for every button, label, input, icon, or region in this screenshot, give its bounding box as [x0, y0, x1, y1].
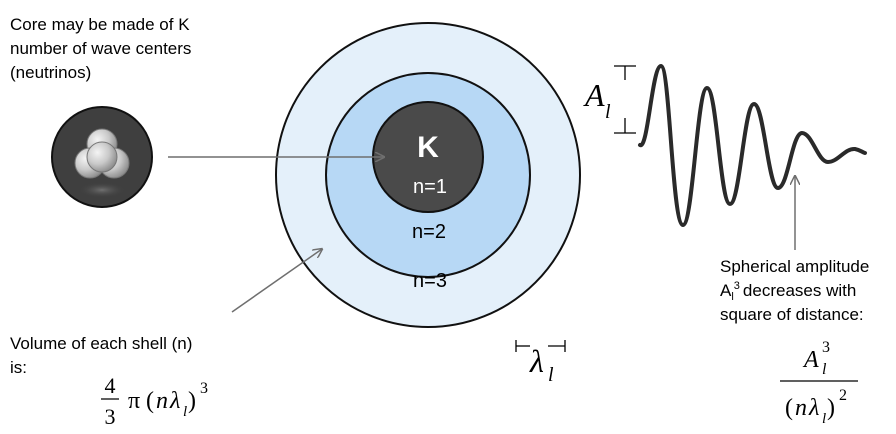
volume-lambda: λ — [169, 388, 180, 414]
amplitude-note-subscript: l — [731, 291, 733, 303]
core-note: Core may be made of K number of wave cen… — [10, 15, 196, 82]
core-note-line-2: number of wave centers — [10, 39, 191, 58]
volume-pi: π — [128, 388, 140, 414]
volume-formula: 4 3 π ( n λ l ) 3 — [101, 373, 208, 429]
amplitude-subscript: l — [605, 101, 611, 123]
amplitude-note-superscript: 3 — [734, 280, 740, 292]
amplitude-note: Spherical amplitude — [720, 257, 869, 276]
amplitude-formula: A l 3 ( n λ l ) 2 — [780, 339, 858, 427]
amplitude-note-line-1: Spherical amplitude — [720, 257, 869, 276]
volume-note: Volume of each shell (n) is: — [10, 334, 197, 377]
core-note-line-3: (neutrinos) — [10, 63, 91, 82]
volume-lambda-subscript: l — [183, 404, 187, 420]
neutrino-cluster-icon — [51, 106, 153, 208]
volume-fraction-denominator: 3 — [105, 404, 116, 429]
shell-label-n3: n=3 — [413, 270, 447, 292]
wavelength-subscript: l — [548, 364, 554, 386]
volume-note-line-2: is: — [10, 358, 27, 377]
neutrino-sphere-front — [86, 141, 118, 173]
amplitude-marker: A l — [583, 65, 636, 134]
amplitude-note-line-3: square of distance: — [720, 305, 864, 324]
amplitude-formula-n: n — [795, 395, 807, 421]
volume-fraction-numerator: 4 — [105, 373, 116, 398]
amplitude-formula-a: A — [802, 347, 819, 373]
core-label: K — [417, 131, 439, 164]
wavelength-lambda: λ — [529, 343, 544, 379]
core-note-line-1: Core may be made of K — [10, 15, 190, 34]
cluster-shadow — [78, 182, 126, 198]
amplitude-letter-a: A — [583, 77, 605, 113]
volume-note-line-1: Volume of each shell (n) — [10, 334, 192, 353]
amplitude-formula-exponent: 3 — [822, 339, 830, 356]
amplitude-formula-lambda-subscript: l — [822, 411, 826, 427]
volume-close-paren: ) — [188, 388, 196, 414]
amplitude-formula-lambda: λ — [808, 395, 819, 421]
damped-wave — [638, 63, 867, 228]
volume-open-paren: ( — [146, 388, 154, 414]
amplitude-note-line-3-group: square of distance: — [720, 305, 864, 324]
volume-n: n — [156, 388, 168, 414]
arrow-volume-to-shell — [231, 249, 322, 313]
shell-label-n1: n=1 — [413, 176, 447, 198]
wavelength-marker: λ l — [515, 340, 566, 386]
amplitude-formula-close-paren: ) — [827, 395, 835, 421]
volume-exponent: 3 — [200, 380, 208, 397]
amplitude-formula-subscript: l — [822, 361, 827, 378]
amplitude-formula-open-paren: ( — [785, 395, 793, 421]
amplitude-note-a: A — [720, 281, 732, 300]
amplitude-formula-square: 2 — [839, 387, 847, 404]
shell-label-n2: n=2 — [412, 221, 446, 243]
amplitude-note-line-2: decreases with — [743, 281, 856, 300]
